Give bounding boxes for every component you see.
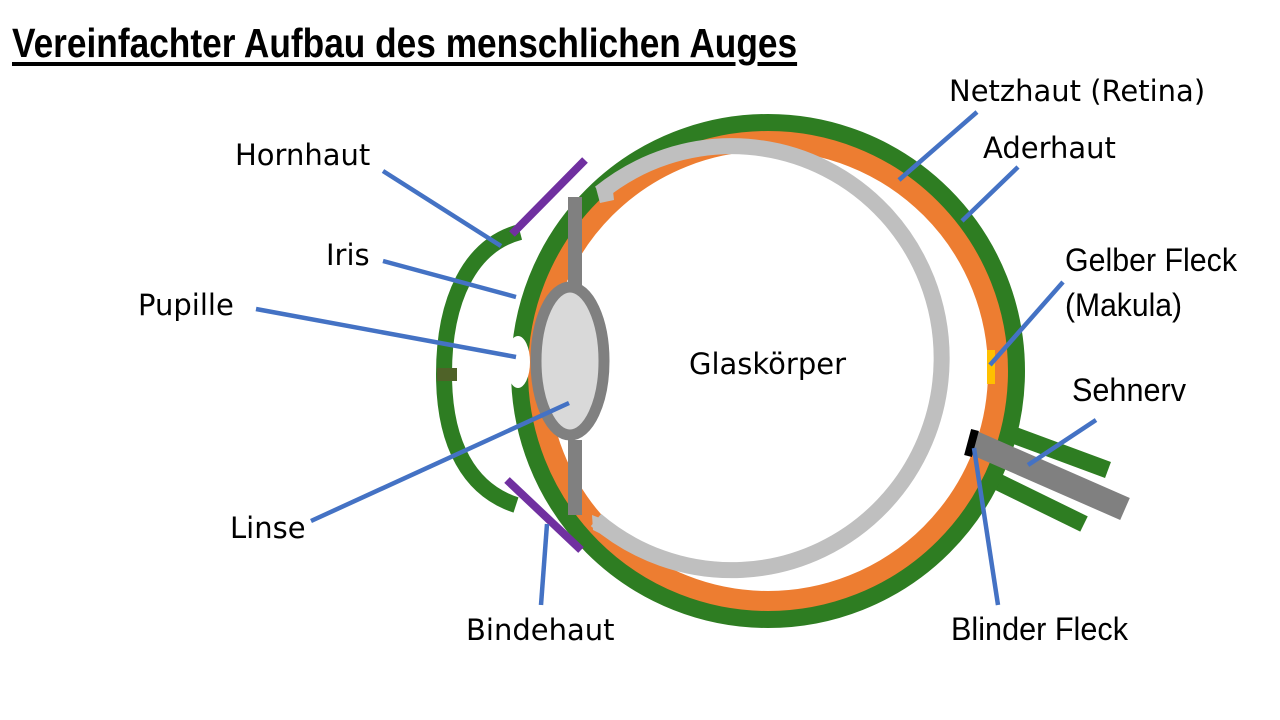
label-iris: Iris [326,238,370,272]
label-gelber-fleck: Gelber Fleck [1065,242,1238,278]
label-hornhaut: Hornhaut [235,138,370,172]
label-linse: Linse [230,511,306,545]
linse-shape [530,281,610,441]
label-sehnerv: Sehnerv [1072,372,1186,408]
retina-edge-bottom [592,515,610,537]
makula-shape [987,350,995,384]
leader-sehnerv [1026,418,1098,467]
pupille-shape [506,336,530,388]
leader-netzhaut [897,110,979,182]
label-pupille: Pupille [138,288,234,322]
leader-aderhaut [960,165,1020,223]
leader-blinder-fleck [971,447,1001,606]
leader-linse [310,400,570,524]
sehnerv-shape [967,431,1130,520]
cornea-junction-mark [437,368,457,381]
leader-gelber-fleck [988,280,1065,367]
label-blinder-fleck: Blinder Fleck [951,611,1129,647]
retina-edge-top [596,182,614,203]
leader-hornhaut [381,169,503,248]
leader-pupille [255,306,517,360]
label-netzhaut: Netzhaut (Retina) [949,74,1205,108]
netzhaut-shape [590,138,950,579]
blinder-fleck-shape [964,428,979,458]
leader-iris [382,258,517,300]
label-bindehaut: Bindehaut [466,613,614,647]
leader-bindehaut [538,523,550,606]
label-glaskoerper: Glaskörper [689,347,846,381]
label-aderhaut: Aderhaut [983,131,1116,165]
bindehaut-shape [504,157,588,553]
label-makula: (Makula) [1065,287,1182,323]
diagram-title: Vereinfachter Aufbau des menschlichen Au… [12,20,798,66]
leader-lines [255,110,1098,606]
